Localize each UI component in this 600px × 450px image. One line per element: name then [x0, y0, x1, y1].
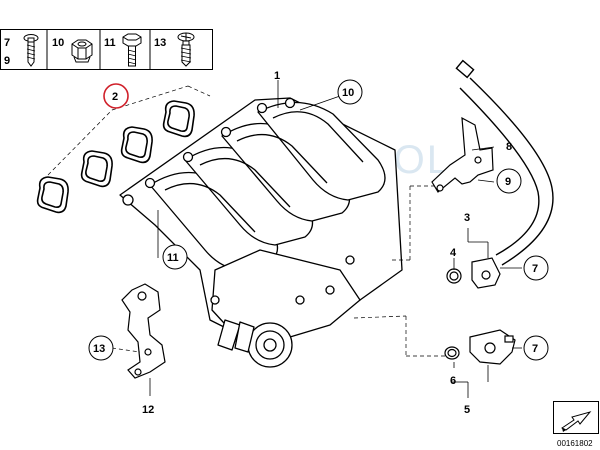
callout-11: 11	[167, 252, 179, 264]
leader-lines	[149, 80, 522, 398]
callout-6: 6	[450, 375, 456, 387]
callout-13: 13	[93, 343, 105, 355]
callout-2-highlight	[103, 83, 129, 109]
orientation-box: 00161802	[553, 401, 599, 448]
callout-4: 4	[450, 247, 457, 259]
nut-icon	[71, 39, 93, 63]
dashed-leader-lines	[111, 185, 445, 357]
mounting-bracket	[121, 283, 166, 379]
sensor-lower	[444, 329, 516, 365]
callout-1: 1	[274, 70, 280, 82]
legend-label-7: 7	[4, 37, 10, 49]
callout-5: 5	[464, 404, 470, 416]
intake-gaskets	[36, 100, 195, 214]
callout-8: 8	[506, 141, 512, 153]
callout-3: 3	[464, 212, 470, 224]
hose-bracket	[431, 116, 494, 193]
callout-10: 10	[342, 87, 354, 99]
direction-arrow-icon	[561, 411, 592, 432]
legend-label-11: 11	[104, 37, 116, 49]
screw-icon	[23, 34, 39, 67]
legend-label-10: 10	[52, 37, 64, 49]
bolt-icon	[122, 33, 142, 67]
part-number: 00161802	[557, 439, 593, 448]
callout-2: 2	[112, 91, 118, 103]
callouts: 1 2 10 8 9 3 4 7 11 13 7 6 5 12	[88, 70, 549, 416]
callout-7-lower: 7	[532, 343, 538, 355]
callout-12: 12	[142, 404, 154, 416]
stud-screw-icon	[177, 32, 195, 67]
legend-label-13: 13	[154, 37, 166, 49]
fastener-legend: 7 9 10 11 13	[0, 29, 213, 70]
legend-label-9: 9	[4, 55, 10, 67]
vacuum-hose	[455, 59, 554, 266]
callout-7-upper: 7	[532, 263, 538, 275]
intake-manifold	[119, 97, 403, 368]
sensor-upper	[446, 257, 501, 289]
gasket-leader-lines	[47, 85, 211, 176]
callout-9: 9	[505, 176, 511, 188]
